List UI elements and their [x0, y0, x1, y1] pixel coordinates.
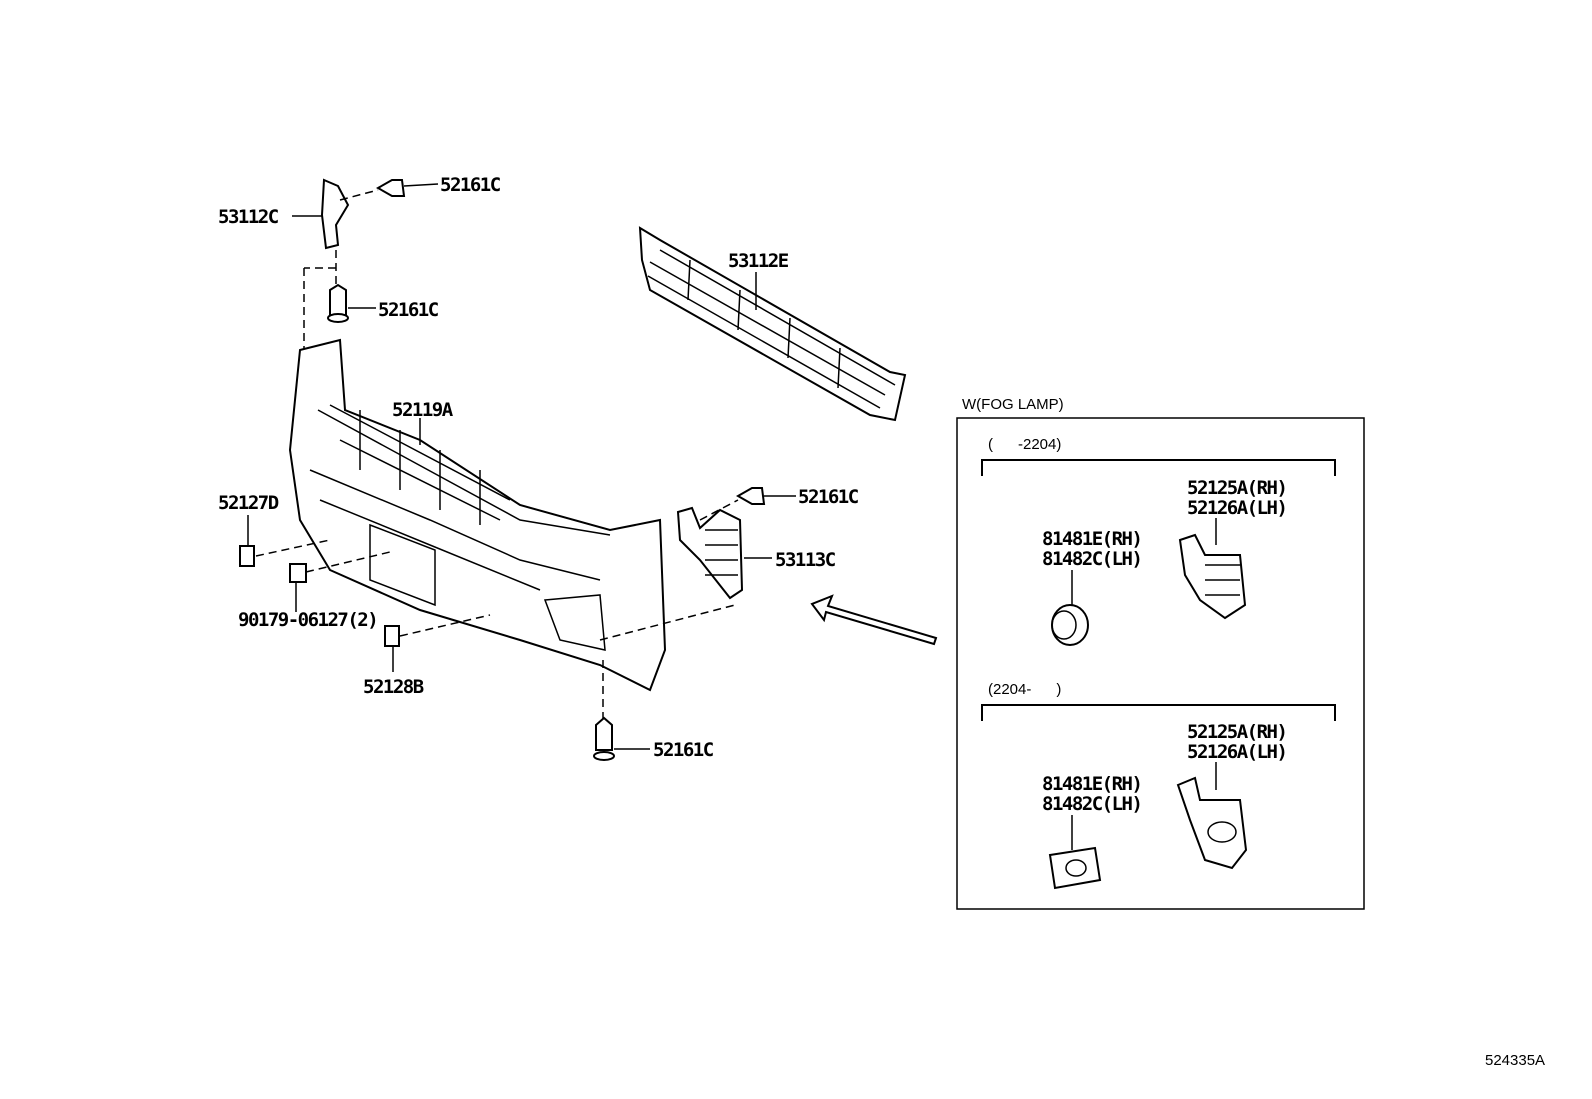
clip-90179 — [289, 563, 307, 583]
clip-icon — [593, 716, 650, 761]
part-label: 52126A(LH) — [1187, 497, 1286, 519]
side-bracket-53112c — [320, 178, 350, 250]
part-label: 52127D — [218, 492, 279, 514]
direction-arrow-icon — [810, 594, 938, 646]
part-label: 53112C — [218, 206, 279, 228]
part-label: 53112E — [728, 250, 789, 272]
part-label: 81481E(RH) — [1042, 528, 1141, 550]
part-label: 90179-06127(2) — [238, 609, 377, 631]
range-bracket — [981, 459, 1336, 476]
fog-lamp — [1051, 604, 1089, 646]
fog-lamp-box — [956, 417, 1365, 910]
bezel-53113c — [676, 506, 772, 600]
part-label: 53113C — [775, 549, 836, 571]
part-label: 52126A(LH) — [1187, 741, 1286, 763]
part-label: 52119A — [392, 399, 454, 421]
range-label: (2204- ) — [988, 681, 1061, 698]
part-label: 81482C(LH) — [1042, 548, 1141, 570]
cap-52128b — [384, 625, 400, 647]
part-label: 81482C(LH) — [1042, 793, 1141, 815]
fog-lamp-title: W(FOG LAMP) — [962, 396, 1064, 413]
part-label: 81481E(RH) — [1042, 773, 1141, 795]
part-label: 52161C — [378, 299, 439, 321]
part-label: 52125A(RH) — [1187, 477, 1286, 499]
bumper-cover-52119a — [288, 338, 667, 692]
fog-lamp — [1048, 846, 1102, 890]
grille-53112e — [638, 226, 907, 422]
cap-52127d — [239, 545, 255, 567]
range-label: ( -2204) — [988, 436, 1061, 453]
part-label: 52161C — [440, 174, 501, 196]
part-label: 52128B — [363, 676, 424, 698]
clip-icon — [699, 487, 796, 521]
diagram-id: 524335A — [1485, 1052, 1545, 1069]
part-label: 52161C — [653, 739, 714, 761]
clip-icon — [339, 179, 439, 201]
part-label: 52161C — [798, 486, 859, 508]
fog-bezel — [1178, 533, 1247, 620]
fog-bezel — [1176, 776, 1248, 870]
part-label: 52125A(RH) — [1187, 721, 1286, 743]
range-bracket — [981, 704, 1336, 721]
